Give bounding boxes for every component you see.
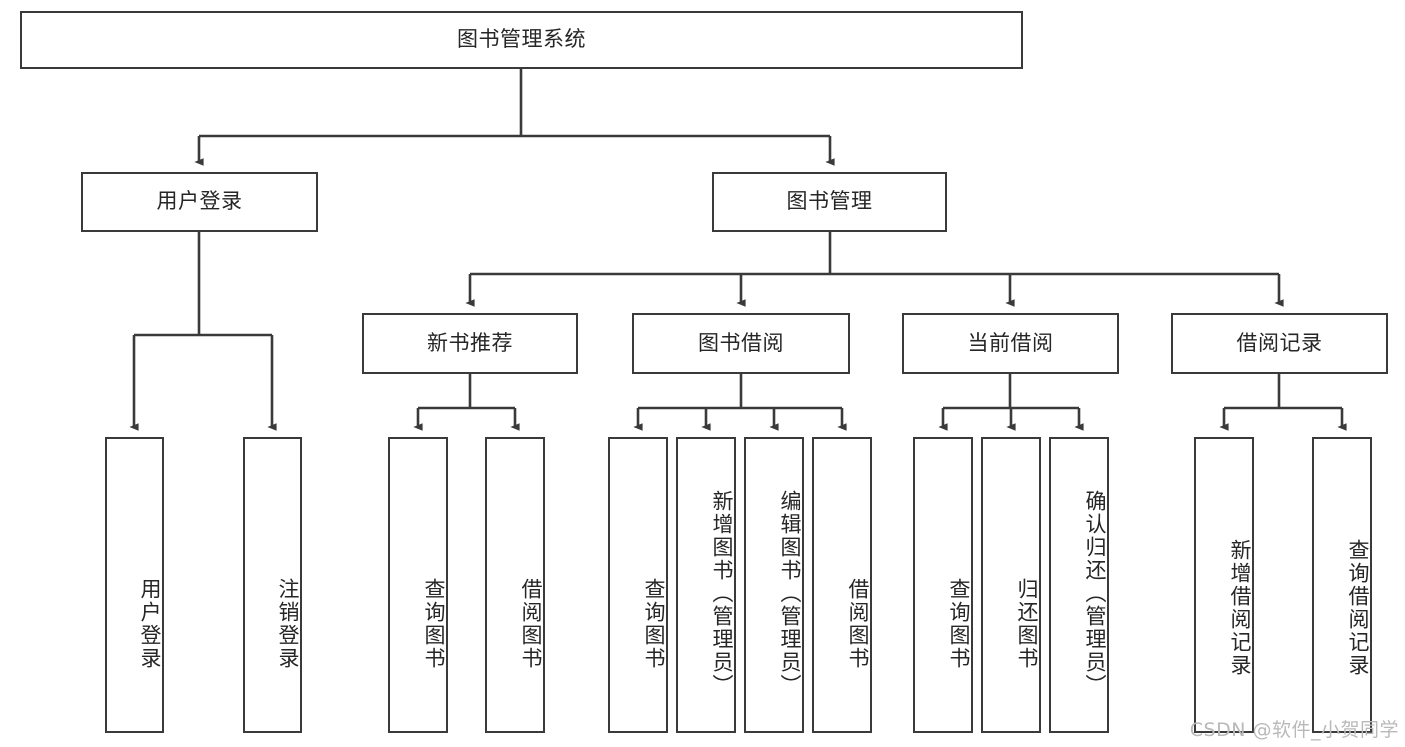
node-label: 查询图书 (947, 578, 971, 670)
node-label: 确认归还（管理员） (1083, 489, 1107, 697)
node-current-borrow[interactable]: 当前借阅 (902, 313, 1119, 374)
node-leaf-user-login[interactable]: 用户登录 (105, 437, 164, 733)
node-label: 编辑图书（管理员） (778, 489, 802, 697)
node-leaf-add-book[interactable]: 新增图书（管理员） (676, 437, 736, 733)
node-label: 借阅图书 (519, 578, 543, 670)
node-leaf-query-book-1[interactable]: 查询图书 (388, 437, 448, 733)
watermark-text: CSDN @软件_小贺同学 (1189, 719, 1399, 741)
node-label: 新增借阅记录 (1228, 539, 1252, 677)
node-leaf-confirm-return[interactable]: 确认归还（管理员） (1049, 437, 1109, 733)
node-leaf-add-borrow-record[interactable]: 新增借阅记录 (1194, 437, 1254, 733)
node-leaf-query-borrow-record[interactable]: 查询借阅记录 (1312, 437, 1372, 733)
node-label: 注销登录 (276, 578, 300, 670)
node-label: 查询图书 (642, 578, 666, 670)
node-label: 借阅记录 (1236, 330, 1323, 355)
node-label: 图书管理系统 (457, 27, 586, 52)
node-leaf-borrow-book-1[interactable]: 借阅图书 (485, 437, 545, 733)
node-leaf-edit-book[interactable]: 编辑图书（管理员） (744, 437, 804, 733)
node-root-book-management-system[interactable]: 图书管理系统 (20, 11, 1023, 69)
node-leaf-query-book-3[interactable]: 查询图书 (913, 437, 973, 733)
node-book-management[interactable]: 图书管理 (712, 172, 947, 232)
node-label: 新增图书（管理员） (710, 489, 734, 697)
node-label: 借阅图书 (846, 578, 870, 670)
node-label: 新书推荐 (427, 330, 513, 355)
node-label: 当前借阅 (967, 330, 1054, 355)
node-book-borrow[interactable]: 图书借阅 (632, 313, 850, 374)
node-leaf-user-logout[interactable]: 注销登录 (243, 437, 302, 733)
node-label: 查询图书 (422, 578, 446, 670)
node-borrow-record[interactable]: 借阅记录 (1171, 313, 1388, 374)
node-user-login[interactable]: 用户登录 (81, 172, 318, 232)
node-label: 用户登录 (156, 189, 243, 214)
node-leaf-query-book-2[interactable]: 查询图书 (608, 437, 668, 733)
node-leaf-borrow-book-2[interactable]: 借阅图书 (812, 437, 872, 733)
node-new-book-recommend[interactable]: 新书推荐 (362, 313, 578, 374)
node-label: 查询借阅记录 (1346, 539, 1370, 677)
node-label: 用户登录 (138, 578, 162, 670)
node-leaf-return-book[interactable]: 归还图书 (981, 437, 1041, 733)
node-label: 图书管理 (786, 189, 873, 214)
node-label: 图书借阅 (698, 330, 784, 355)
node-label: 归还图书 (1015, 578, 1039, 670)
